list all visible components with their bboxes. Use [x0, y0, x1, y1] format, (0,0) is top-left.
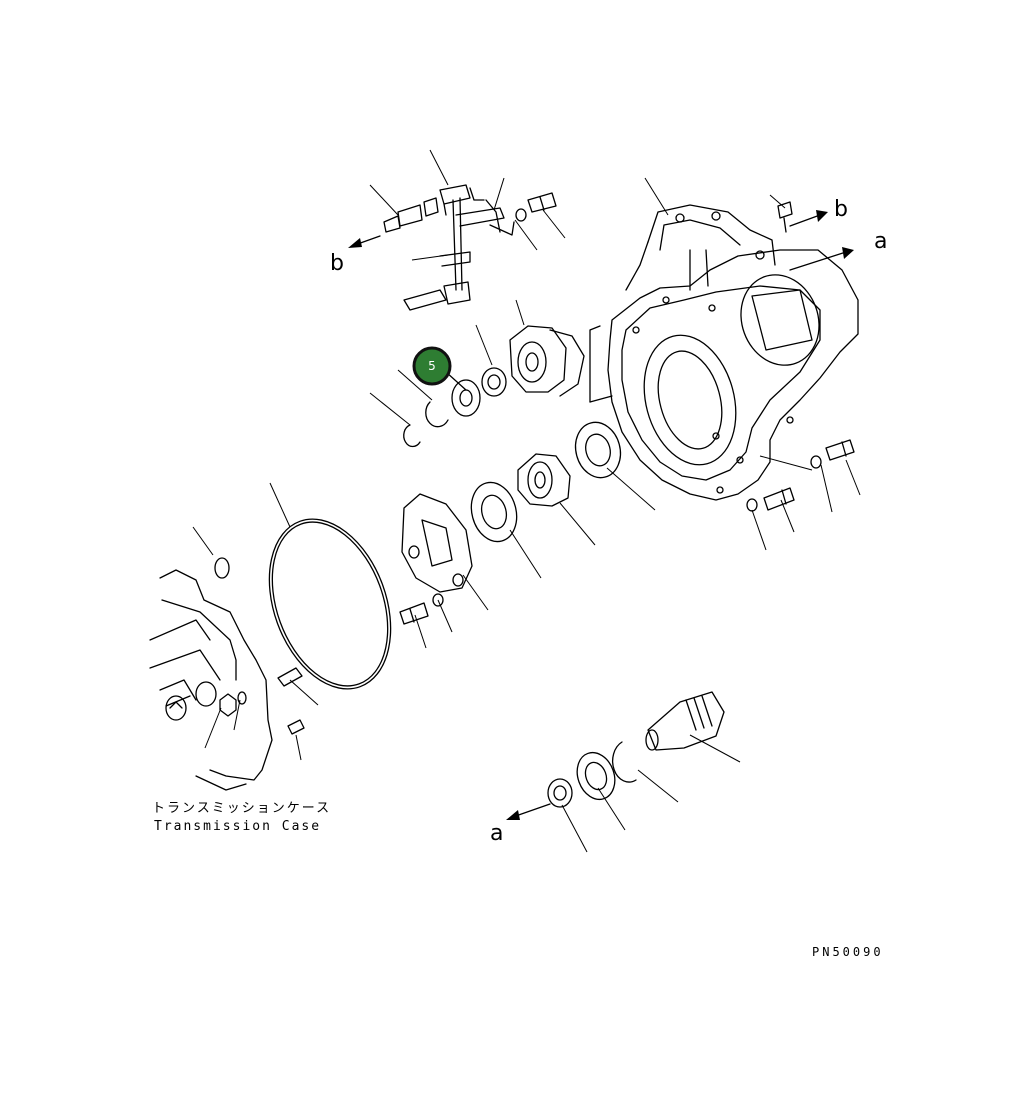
callout-number: 5 [428, 359, 436, 373]
caption-japanese: トランスミッションケース [152, 801, 331, 816]
dowel-pin [277, 667, 305, 735]
arrow-b-top [789, 210, 828, 227]
ref-label-b-left: b [330, 251, 344, 276]
ref-label-b-top: b [834, 197, 848, 222]
ref-label-a-bottom: a [490, 821, 503, 846]
o-ring [268, 518, 392, 690]
nut-washer [219, 691, 247, 717]
leader-lines [192, 149, 861, 853]
transmission-case [149, 557, 273, 791]
output-shaft [645, 691, 725, 751]
arrow-b-left [348, 235, 381, 248]
washer [481, 367, 507, 397]
caption-english: Transmission Case [154, 819, 321, 834]
gear-lower [517, 453, 571, 507]
small-bearing [451, 379, 481, 417]
roller-bearing-left [470, 481, 518, 543]
callout-circle[interactable] [412, 346, 452, 386]
bolt-center [399, 593, 444, 625]
main-housing [589, 204, 859, 501]
gear-upper [509, 325, 585, 397]
snap-ring-lower [612, 741, 637, 783]
callout-badge-5[interactable]: 5 [412, 346, 467, 391]
ref-label-a-top: a [874, 229, 887, 254]
shift-linkage [383, 184, 515, 311]
arrow-a-bottom [506, 803, 551, 820]
bearing-retainer [401, 493, 473, 593]
bolts-right [746, 439, 855, 512]
bearing-lower [576, 751, 616, 801]
seal-lower [547, 778, 573, 808]
housing-plug [777, 201, 793, 233]
snap-rings [403, 401, 449, 448]
drawing-code: PN50090 [812, 945, 884, 959]
roller-bearing-right [574, 421, 622, 479]
shift-bolt [515, 192, 557, 222]
arrow-a-top [789, 247, 854, 271]
